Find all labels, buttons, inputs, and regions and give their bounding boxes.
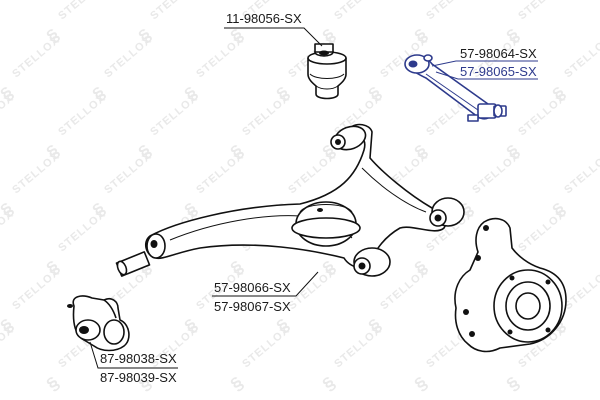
watermark-text: STELLOX <box>286 266 338 312</box>
watermark-text: STELLOX <box>0 0 16 22</box>
watermark-text: STELLOX <box>56 92 108 138</box>
steering-knuckle-drawing <box>454 217 567 353</box>
watermark-text: STELLOX <box>10 266 62 312</box>
leader-stabilizer-link-2 <box>435 71 538 80</box>
watermark-text: STELLOX <box>56 0 108 22</box>
label-control-arm-a: 57-98066-SX <box>214 280 291 295</box>
leader-control-arm <box>212 271 319 297</box>
watermark-text: STELLOX <box>470 150 522 196</box>
watermark-text: STELLOX <box>332 0 384 22</box>
label-stabilizer-link-b: 57-98065-SX <box>460 64 537 79</box>
watermark-text: STELLOX <box>424 0 476 22</box>
watermark-text: STELLOX <box>0 208 16 254</box>
watermark-text: STELLOX <box>516 208 568 254</box>
watermark-text: STELLOX <box>240 92 292 138</box>
watermark-text: STELLOX <box>516 92 568 138</box>
watermark-text: STELLOX <box>0 324 16 370</box>
watermark-text: STELLOX <box>332 324 384 370</box>
leader-bushing-bracket <box>89 341 178 369</box>
stabilizer-link-drawing[interactable] <box>404 54 507 122</box>
watermark-text: STELLOX <box>148 0 200 22</box>
watermark-logo-icon: § <box>43 372 64 394</box>
label-control-arm-b: 57-98067-SX <box>214 299 291 314</box>
leader-stabilizer-link <box>431 60 538 67</box>
label-bushing-bracket-b: 87-98039-SX <box>100 370 177 385</box>
watermark-text: STELLOX <box>562 34 600 80</box>
watermark-text: STELLOX <box>240 324 292 370</box>
watermark-text: STELLOX <box>562 266 600 312</box>
watermark-text: STELLOX <box>10 34 62 80</box>
watermark-text: STELLOX <box>102 34 154 80</box>
watermark-text: STELLOX <box>286 150 338 196</box>
watermark-logo-icon: § <box>319 372 340 394</box>
watermark-text: STELLOX <box>102 150 154 196</box>
watermark-logo-icon: § <box>227 372 248 394</box>
watermark-text: STELLOX <box>562 150 600 196</box>
label-bushing-bracket-a: 87-98038-SX <box>100 351 177 366</box>
label-stabilizer-link-a: 57-98064-SX <box>460 46 537 61</box>
watermark-text: STELLOX <box>516 0 568 22</box>
control-arm-drawing[interactable] <box>115 122 465 277</box>
watermark-text: STELLOX <box>378 266 430 312</box>
label-bushing-top: 11-98056-SX <box>226 11 302 26</box>
watermark-logo-icon: § <box>411 372 432 394</box>
bushing-top-drawing[interactable] <box>307 43 347 100</box>
watermark-text: STELLOX <box>10 150 62 196</box>
watermark-logo-icon: § <box>503 372 524 394</box>
watermark-text: STELLOX <box>0 92 16 138</box>
watermark-text: STELLOX <box>194 34 246 80</box>
leader-bushing-top <box>224 27 323 47</box>
bushing-bracket-drawing[interactable] <box>67 295 130 352</box>
watermark-text: STELLOX <box>148 92 200 138</box>
watermark-text: STELLOX <box>56 208 108 254</box>
watermark-text: STELLOX <box>194 150 246 196</box>
